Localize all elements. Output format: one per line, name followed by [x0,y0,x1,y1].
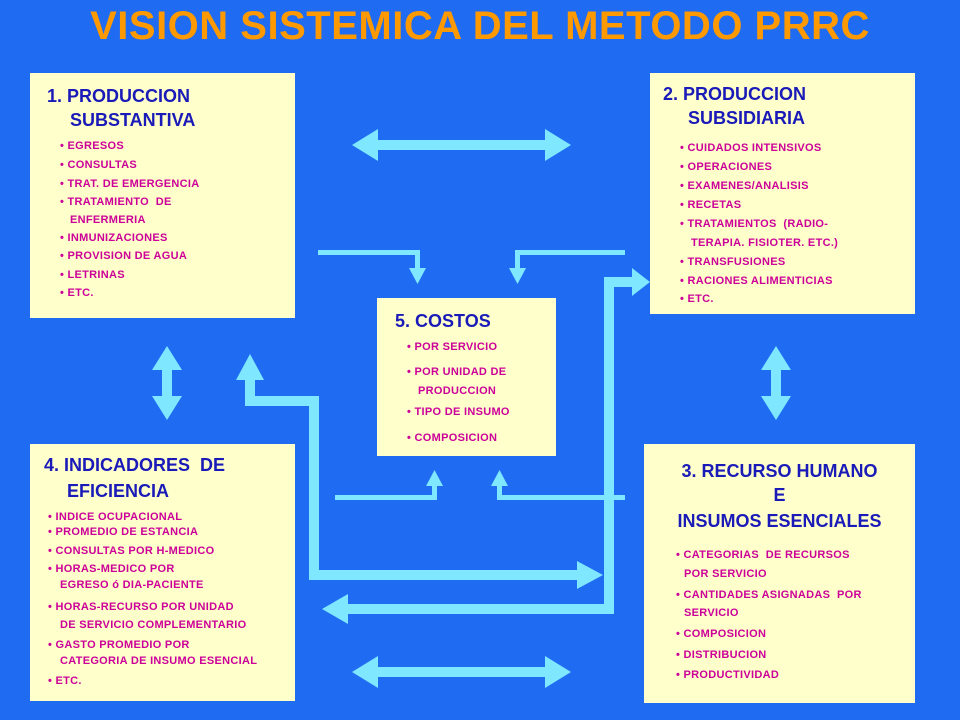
box2-item: • OPERACIONES [680,161,773,173]
box3-item: • PRODUCTIVIDAD [676,669,780,681]
box2-item: • RACIONES ALIMENTICIAS [680,275,833,287]
box1-item: • TRAT. DE EMERGENCIA [60,178,200,190]
box5-item: • POR SERVICIO [407,341,498,353]
box2-item: • ETC. [680,293,714,305]
double-arrow-bottom [352,656,571,688]
box5-title: 5. COSTOS [395,311,491,331]
box1-item: • PROVISION DE AGUA [60,250,188,262]
box2-item: • EXAMENES/ANALISIS [680,180,809,192]
box4-item: DE SERVICIO COMPLEMENTARIO [60,619,247,631]
box4-item: • INDICE OCUPACIONAL [48,511,183,523]
box1-item: • LETRINAS [60,269,125,281]
box2-title-line2: SUBSIDIARIA [688,108,806,128]
box5-item: • POR UNIDAD DE [407,366,507,378]
box-produccion-subsidiaria: 2. PRODUCCION SUBSIDIARIA • CUIDADOS INT… [650,73,915,314]
box3-item: • CATEGORIAS DE RECURSOS [676,549,850,561]
box3-title-line2: E [773,485,786,505]
box3-item: • CANTIDADES ASIGNADAS POR [676,589,862,601]
box-produccion-substantiva: 1. PRODUCCION SUBSTANTIVA • EGRESOS • CO… [30,73,295,318]
box1-item: • CONSULTAS [60,159,138,171]
box3-item: • DISTRIBUCION [676,649,767,661]
box4-title-line1: 4. INDICADORES DE [44,455,226,475]
box2-item: • CUIDADOS INTENSIVOS [680,142,822,154]
box5-item: PRODUCCION [418,385,497,397]
box5-item: • TIPO DE INSUMO [407,406,510,418]
box3-item: • COMPOSICION [676,628,767,640]
box2-item: • RECETAS [680,199,742,211]
box1-title-line1: 1. PRODUCCION [47,86,191,106]
box2-item: • TRANSFUSIONES [680,256,786,268]
arrow-box4-box1-to-box3 [236,354,603,589]
box4-title-line2: EFICIENCIA [67,481,170,501]
box4-item: • GASTO PROMEDIO POR [48,639,190,651]
box1-item: ENFERMERIA [70,214,146,226]
box5-item: • COMPOSICION [407,432,498,444]
box4-item: • CONSULTAS POR H-MEDICO [48,545,215,557]
box3-title-line3: INSUMOS ESENCIALES [677,511,882,531]
box1-item: • INMUNIZACIONES [60,232,168,244]
box1-title-line2: SUBSTANTIVA [70,110,196,130]
arrow-box4-to-costos [335,470,443,500]
arrow-box2-to-costos [509,250,625,284]
box2-title-line1: 2. PRODUCCION [663,84,807,104]
box2-item: • TRATAMIENTOS (RADIO- [680,218,829,230]
box-costos: 5. COSTOS • POR SERVICIO • POR UNIDAD DE… [377,298,556,456]
box4-item: • PROMEDIO DE ESTANCIA [48,526,199,538]
arrow-box1-to-costos [318,250,426,284]
arrow-box3-to-costos [491,470,625,500]
box4-item: • HORAS-MEDICO POR [48,563,175,575]
box4-item: CATEGORIA DE INSUMO ESENCIAL [60,655,258,667]
box1-item: • ETC. [60,287,94,299]
arrow-box2-to-box4 [322,268,650,624]
double-arrow-right [761,346,791,420]
box2-item: TERAPIA. FISIOTER. ETC.) [691,237,839,249]
box1-item: • EGRESOS [60,140,125,152]
diagram-title: VISION SISTEMICA DEL METODO PRRC [90,4,870,48]
box4-item: • HORAS-RECURSO POR UNIDAD [48,601,234,613]
box3-title-line1: 3. RECURSO HUMANO [681,461,878,481]
double-arrow-top [352,129,571,161]
box4-item: EGRESO ó DIA-PACIENTE [60,579,204,591]
box1-item: • TRATAMIENTO DE [60,196,172,208]
box-recurso-humano: 3. RECURSO HUMANO E INSUMOS ESENCIALES •… [644,444,915,703]
box4-item: • ETC. [48,675,82,687]
box-indicadores-eficiencia: 4. INDICADORES DE EFICIENCIA • INDICE OC… [30,444,295,701]
box3-item: SERVICIO [684,607,739,619]
box3-item: POR SERVICIO [684,568,767,580]
double-arrow-left [152,346,182,420]
